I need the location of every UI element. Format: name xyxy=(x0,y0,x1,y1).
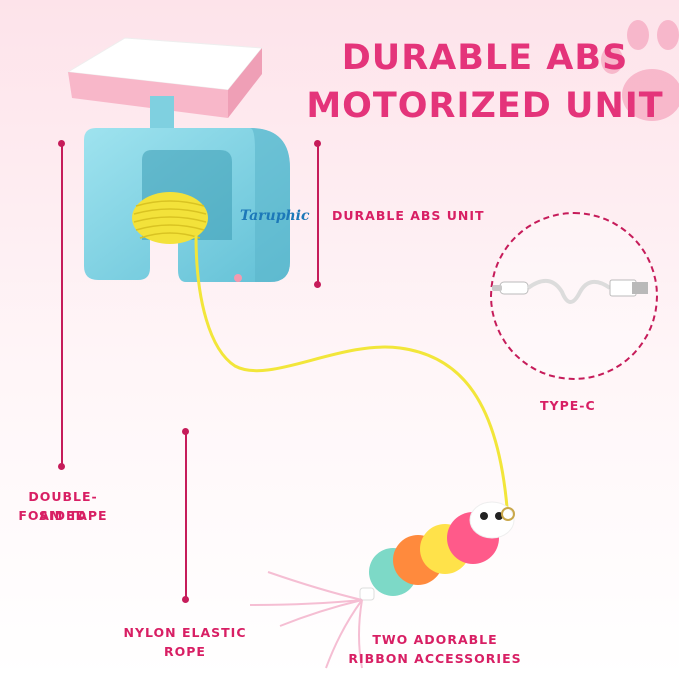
ribbon-tassels xyxy=(249,571,363,669)
unit-callout-line xyxy=(317,143,319,285)
headline-line-2: MOTORIZED UNIT xyxy=(306,86,664,126)
type-c-label: TYPE-C xyxy=(540,398,596,413)
rope-callout-dot-bottom xyxy=(182,596,189,603)
string-spool xyxy=(132,192,208,244)
unit-callout-dot-top xyxy=(314,140,321,147)
paw-print-icon xyxy=(601,20,679,121)
status-led xyxy=(234,274,242,282)
unit-callout-dot-bottom xyxy=(314,281,321,288)
nylon-elastic-rope xyxy=(194,235,510,521)
unit-label: DURABLE ABS UNIT xyxy=(332,208,485,223)
rope-label-line-1: NYLON ELASTIC xyxy=(123,625,247,640)
tape-label-line-1: DOUBLE-SIDED xyxy=(28,489,98,523)
adhesive-mount-plate xyxy=(66,37,263,118)
rope-label-line-2: ROPE xyxy=(164,644,206,659)
ribbon-label-line-1: TWO ADORABLE xyxy=(372,632,498,647)
headline-line-1: DURABLE ABS xyxy=(341,38,629,78)
brand-logo: Taruphic xyxy=(240,208,310,224)
caterpillar-toy xyxy=(359,501,515,601)
tape-callout-dot-bottom xyxy=(58,463,65,470)
rope-callout-dot-top xyxy=(182,428,189,435)
tape-label-line-2: FOAM TAPE xyxy=(18,508,108,523)
tape-callout-dot-top xyxy=(58,140,65,147)
rope-callout-line xyxy=(185,430,187,600)
usb-type-c-cable-icon xyxy=(492,279,648,304)
ribbon-label-line-2: RIBBON ACCESSORIES xyxy=(348,651,522,666)
tape-callout-line xyxy=(61,143,63,467)
